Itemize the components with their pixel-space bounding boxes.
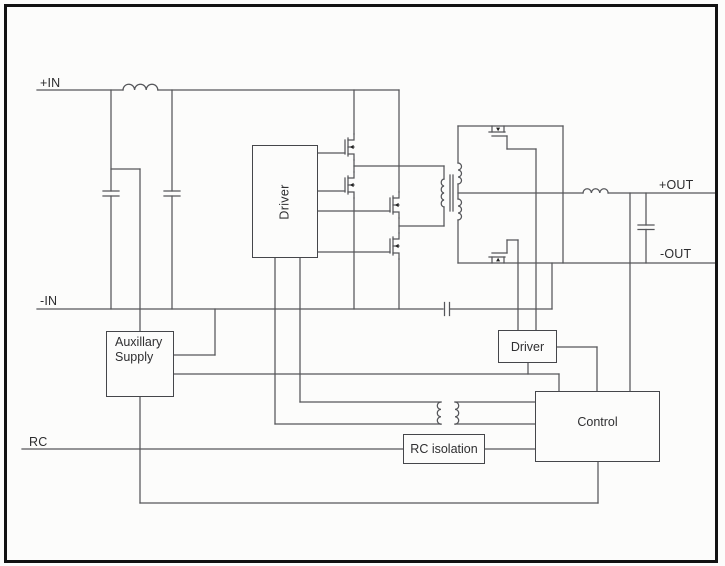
bridge-mosfet-icon (317, 171, 355, 199)
aux-supply-input-wire (110, 168, 141, 332)
minus-in-terminal-label: -IN (40, 294, 58, 308)
rc-isolation-label: RC isolation (410, 442, 478, 456)
rc-isolation-block: RC isolation (403, 434, 485, 464)
minus-out-terminal-label: -OUT (660, 247, 692, 261)
control-block: Control (535, 391, 660, 462)
bridge-leg-wires (353, 89, 445, 310)
sync-mosfet-icon (488, 239, 519, 331)
main-transformer-icon (440, 125, 463, 264)
driver-sync-block: Driver (498, 330, 557, 363)
plus-in-terminal-label: +IN (40, 76, 61, 90)
gate-isolation-transformer-icon (274, 257, 536, 425)
output-capacitor-icon (637, 192, 655, 264)
output-inductor-icon (582, 188, 609, 194)
bridge-mosfet-icon (317, 133, 355, 161)
driver-main-block: Driver (252, 145, 318, 258)
driver-main-label: Driver (277, 183, 292, 220)
driver-sync-label: Driver (510, 339, 545, 354)
input-inductor-icon (122, 83, 159, 91)
sync-mosfet-icon (488, 125, 537, 331)
input-capacitor-icon (102, 89, 120, 310)
rc-terminal-label: RC (29, 435, 48, 449)
control-label: Control (577, 414, 618, 429)
bridge-mosfet-icon (317, 191, 400, 219)
aux-supply-label: Auxillary Supply (115, 335, 163, 364)
plus-out-terminal-label: +OUT (659, 178, 694, 192)
rectifier-rails (457, 125, 716, 392)
bridge-mosfet-icon (317, 232, 400, 260)
aux-power-rail (139, 308, 599, 504)
input-capacitor-icon (163, 89, 181, 310)
aux-supply-block: Auxillary Supply (106, 331, 174, 397)
sync-driver-wires (527, 346, 598, 392)
dc-blocking-capacitor-icon (443, 262, 553, 317)
